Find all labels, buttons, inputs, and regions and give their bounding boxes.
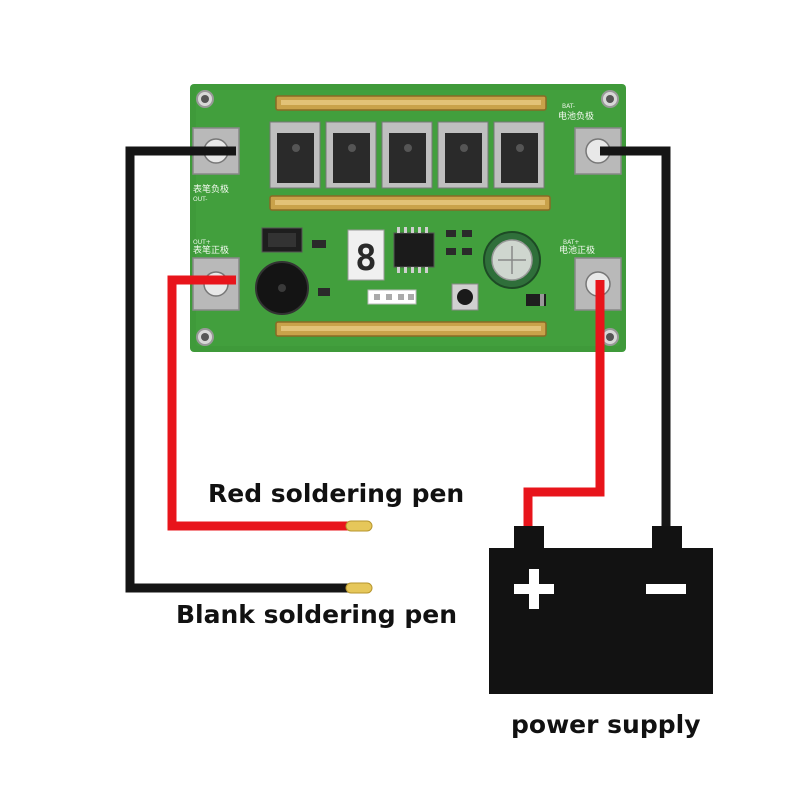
push-button <box>451 283 479 311</box>
red-wire-pen <box>167 275 348 531</box>
silkscreen-out-pos-en: OUT+ <box>193 239 211 246</box>
battery-body <box>489 548 713 694</box>
mosfet-row <box>269 121 545 189</box>
mosfet <box>493 121 545 189</box>
battery-icon <box>489 526 713 694</box>
silkscreen-out-pos: 表笔正极 <box>193 244 229 256</box>
display-digit: 8 <box>355 238 377 279</box>
red-wire-battery <box>523 280 605 530</box>
red-soldering-pen-label: Red soldering pen <box>208 479 465 508</box>
red-pen-tip <box>345 520 373 532</box>
silkscreen-bat-neg-en: BAT- <box>562 103 575 110</box>
wires <box>125 146 671 593</box>
black-wire-pen <box>125 146 348 593</box>
terminal-bat-negative <box>574 127 622 175</box>
battery-terminal-negative <box>652 526 682 550</box>
electrolytic-capacitor <box>483 231 541 289</box>
black-soldering-pen-label: Blank soldering pen <box>176 600 458 629</box>
black-wire-battery <box>600 146 671 530</box>
silkscreen-bat-neg: 电池负极 <box>558 110 594 122</box>
silkscreen-out-neg: 表笔负极 <box>193 183 229 195</box>
silkscreen-bat-pos: 电池正极 <box>559 244 595 256</box>
buzzer <box>255 261 309 315</box>
mosfet <box>325 121 377 189</box>
microcontroller-ic <box>393 227 435 273</box>
mosfet <box>269 121 321 189</box>
pcb-board: BAT- 电池负极 表笔负极 OUT- OUT+ 表笔正极 BAT+ 电池正极 … <box>190 84 626 352</box>
silkscreen-bat-pos-en: BAT+ <box>563 239 579 246</box>
pin-header <box>367 289 417 305</box>
black-pen-tip <box>345 582 373 594</box>
seven-segment-display: 8 <box>347 229 385 281</box>
mounting-holes <box>196 90 619 346</box>
battery-minus-symbol <box>646 584 686 594</box>
battery-terminal-positive <box>514 526 544 550</box>
mosfet <box>381 121 433 189</box>
resistor <box>312 240 326 248</box>
power-supply-label: power supply <box>511 710 701 739</box>
mosfet <box>437 121 489 189</box>
silkscreen-out-neg-en: OUT- <box>193 196 207 203</box>
